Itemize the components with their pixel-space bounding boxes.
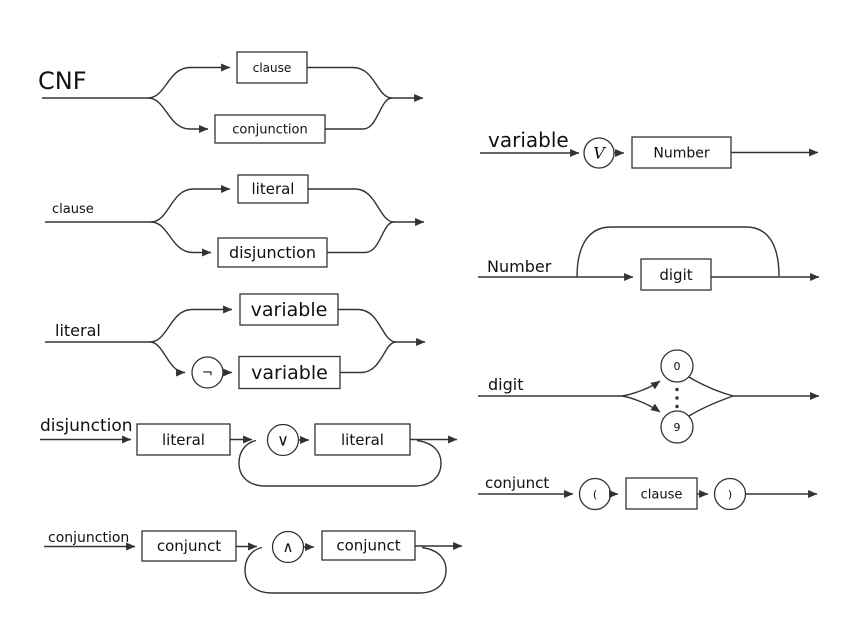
branch-bottom-out <box>325 97 393 130</box>
or-symbol: ∨ <box>277 431 289 450</box>
nonterminal-label: variable <box>251 299 328 321</box>
diagram-literal: literal variable ¬ variable <box>45 293 426 390</box>
branch-top-in <box>149 305 233 343</box>
rule-label-cnf: CNF <box>38 67 87 95</box>
branch-bottom-out <box>340 341 397 374</box>
nonterminal-box-variable <box>239 293 339 326</box>
nonterminal-box-clause <box>625 477 698 510</box>
branch-bottom-in <box>621 395 661 413</box>
rule-label-clause: clause <box>52 202 94 217</box>
nonterminal-label: variable <box>251 362 328 384</box>
close-paren-symbol: ) <box>728 488 732 501</box>
branch-bottom-out <box>688 395 734 417</box>
rule-label-digit: digit <box>488 375 523 394</box>
diagram-conjunction: conjunction conjunct ∧ conjunct <box>44 530 463 594</box>
and-symbol: ∧ <box>283 538 294 556</box>
branch-top-out <box>308 188 395 223</box>
nonterminal-label: conjunction <box>232 123 307 138</box>
nonterminal-label: literal <box>341 431 384 449</box>
diagram-cnf: CNF clause conjunction <box>38 51 424 144</box>
nonterminal-box-literal <box>314 423 411 456</box>
terminal-circle-nine <box>660 410 694 444</box>
diagram-number: Number digit <box>478 226 820 291</box>
ellipsis-dot <box>675 387 679 392</box>
terminal-circle-close-paren <box>713 477 747 511</box>
nonterminal-box-conjunct <box>321 530 416 561</box>
nonterminal-label: literal <box>252 180 295 198</box>
nonterminal-label: digit <box>659 266 692 284</box>
nonterminal-label: disjunction <box>229 243 316 262</box>
branch-top-in <box>621 380 661 397</box>
repeat-loop-curve <box>576 226 780 278</box>
zero-symbol: 0 <box>674 360 681 373</box>
nonterminal-box-digit <box>640 258 712 291</box>
rule-label-conjunct: conjunct <box>485 474 549 492</box>
v-symbol: V <box>593 144 606 163</box>
branch-bottom-in <box>149 341 186 377</box>
rule-label-variable: variable <box>488 128 569 152</box>
branch-top-out <box>307 66 393 99</box>
ellipsis-dot <box>675 404 679 409</box>
nonterminal-box-conjunction <box>214 114 326 144</box>
not-symbol: ¬ <box>202 366 213 381</box>
repeat-loop-curve <box>244 546 447 594</box>
nonterminal-label: conjunct <box>157 537 221 555</box>
nine-symbol: 9 <box>674 421 681 434</box>
nonterminal-box-literal <box>136 423 231 456</box>
branch-top-out <box>338 308 397 343</box>
diagram-disjunction: disjunction literal ∨ literal <box>40 416 458 487</box>
nonterminal-label: clause <box>253 61 292 75</box>
diagram-digit: digit 0 9 <box>478 349 820 444</box>
branch-bottom-in <box>147 97 209 133</box>
branch-top-in <box>150 185 231 223</box>
nonterminal-box-literal <box>237 174 309 204</box>
repeat-loop-curve <box>238 439 442 487</box>
branch-bottom-in <box>150 221 212 257</box>
branch-bottom-out <box>327 221 395 254</box>
ellipsis-dot <box>675 396 679 400</box>
open-paren-symbol: ( <box>593 488 597 501</box>
nonterminal-label: clause <box>641 488 683 503</box>
nonterminal-box-conjunct <box>141 530 237 562</box>
branch-top-in <box>147 63 231 99</box>
nonterminal-label: Number <box>653 146 709 162</box>
branch-top-out <box>688 376 734 397</box>
diagram-variable: variable V Number <box>480 128 819 169</box>
rule-label-number: Number <box>487 257 552 276</box>
rule-label-conjunction: conjunction <box>48 530 129 546</box>
rule-label-literal: literal <box>55 321 101 340</box>
diagram-clause: clause literal disjunction <box>45 174 425 268</box>
terminal-circle-zero <box>660 349 694 383</box>
diagram-conjunct: conjunct ( clause ) <box>478 474 818 511</box>
nonterminal-box-variable <box>238 355 341 390</box>
nonterminal-label: conjunct <box>336 537 400 555</box>
nonterminal-label: literal <box>162 431 205 449</box>
nonterminal-box-disjunction <box>217 237 328 268</box>
rule-label-disjunction: disjunction <box>40 416 133 436</box>
